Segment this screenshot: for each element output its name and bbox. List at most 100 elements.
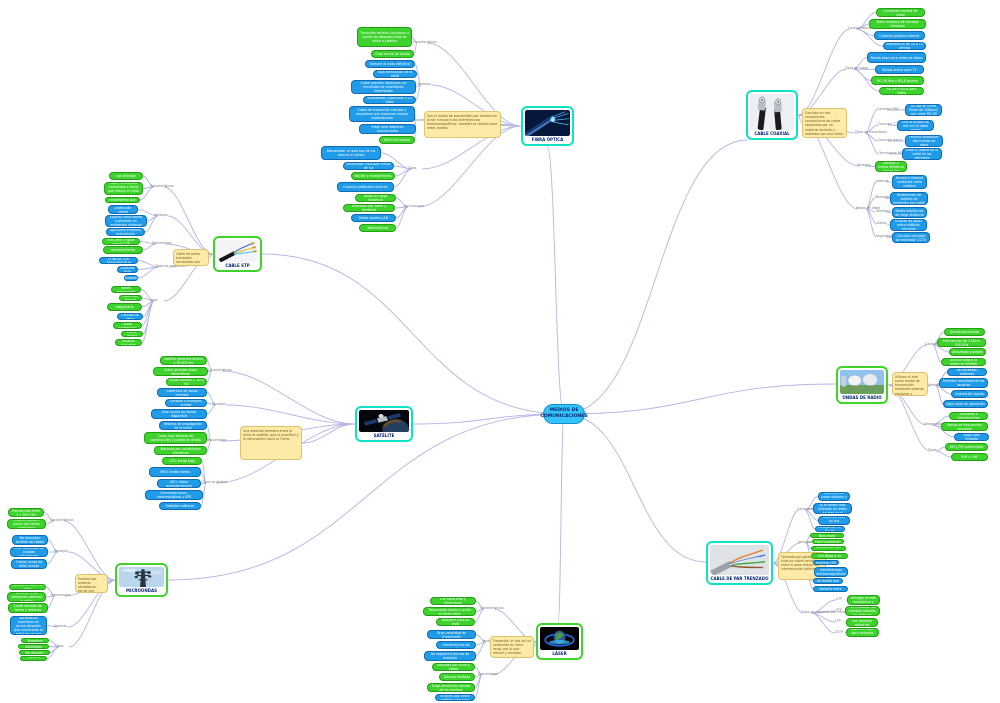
- mindmap-node[interactable]: Enlaces de datos entre edificios cercano…: [890, 219, 927, 231]
- mindmap-node[interactable]: Enlaces troncales: [115, 339, 142, 346]
- mindmap-node[interactable]: Menor ancho de banda que la fibra: [813, 578, 843, 584]
- mindmap-node[interactable]: Requieren línea de vista: [9, 584, 46, 590]
- mindmap-node[interactable]: Velocidades superiores a 10 Gbps: [363, 96, 416, 104]
- mindmap-node[interactable]: RG-58 fino y RG-8 grueso: [871, 76, 924, 85]
- mindmap-node[interactable]: Antenas parabólicas montadas en torres e…: [10, 616, 47, 635]
- mindmap-node[interactable]: Redes de larga distancia: [355, 194, 396, 202]
- mindmap-node[interactable]: Exige alineación precisa de los equipos: [427, 683, 475, 692]
- mindmap-node[interactable]: Distribución de señales de televisión po…: [890, 192, 928, 205]
- mindmap-node[interactable]: Atraviesan paredes: [949, 348, 986, 356]
- mindmap-node[interactable]: Entornos con maquinaria eléctrica: [107, 303, 142, 311]
- mindmap-node[interactable]: Satelitales: [18, 644, 49, 649]
- mindmap-node[interactable]: Afectado por condiciones climáticas: [154, 446, 207, 455]
- mindmap-node[interactable]: Cubre grandes áreas geográficas: [153, 367, 208, 376]
- branch-cable_stp[interactable]: CABLE STP: [213, 236, 262, 272]
- mindmap-node[interactable]: Doble blindaje para entornos industriale…: [846, 628, 879, 637]
- mindmap-node[interactable]: Baja atenuación de la señal: [373, 70, 417, 78]
- mindmap-node[interactable]: Cubierta plástica exterior: [874, 31, 925, 40]
- mindmap-node[interactable]: CONDUCTOR TRANSMISOR M: [99, 257, 138, 264]
- mindmap-node[interactable]: RG-59 y RG-6 para video: [879, 87, 924, 95]
- mindmap-node[interactable]: Satélites militares: [159, 502, 201, 510]
- mindmap-node[interactable]: Fácil instalación: [812, 539, 844, 544]
- mindmap-node[interactable]: Difusión a múltiples puntos: [165, 399, 207, 407]
- mindmap-node[interactable]: Difícil de reparar: [379, 136, 415, 144]
- mindmap-node[interactable]: Enlaces solo entre edificios cercanos: [435, 694, 475, 701]
- note-callout[interactable]: Enlaces por antenas situadas en torres c…: [75, 574, 108, 593]
- note-callout[interactable]: Utilizan el aire como medio de transmisi…: [892, 372, 928, 396]
- mindmap-node[interactable]: Utiliza bandas C, Ku y Ka: [166, 378, 207, 386]
- mindmap-node[interactable]: Comunicaciones, meteorológicos y GPS: [145, 490, 203, 500]
- mindmap-node[interactable]: Pares trenzados con blindaje individual: [109, 172, 143, 180]
- mindmap-node[interactable]: Puede sufrir diafonía entre pares: [813, 586, 848, 592]
- mindmap-node[interactable]: Alcance según la potencia emitida: [941, 358, 986, 366]
- mindmap-node[interactable]: Punto a punto: [20, 656, 47, 661]
- mindmap-node[interactable]: Costo de instalación elevado y empalmes …: [349, 106, 415, 122]
- mindmap-node[interactable]: Une la tarjeta de red con el cable coaxi…: [897, 120, 934, 131]
- mindmap-node[interactable]: Cubre grandes distancias sin necesidad d…: [351, 80, 416, 94]
- mindmap-node[interactable]: Redes telefónicas de larga distancia: [892, 207, 927, 218]
- mindmap-node[interactable]: Núcleo y revestimiento: [351, 172, 395, 180]
- mindmap-node[interactable]: Mejor rendimiento que el UTP: [105, 197, 140, 203]
- mindmap-node[interactable]: Cubierta protectora exterior: [337, 182, 394, 192]
- mindmap-node[interactable]: Dos hilos de cobre aislados y trenzados: [818, 492, 850, 501]
- branch-satelite[interactable]: SATÉLITE: [355, 406, 413, 442]
- mindmap-node[interactable]: Impedancia de 50 o 75 ohmios: [883, 42, 926, 50]
- mindmap-node[interactable]: Satélite geoestacionario a 36.000 km: [160, 356, 207, 365]
- mindmap-node[interactable]: Par trenzado con pantalla global de alum…: [846, 618, 878, 627]
- mindmap-node[interactable]: Circuitos cerrados de televisión CCTV: [892, 232, 930, 243]
- mindmap-node[interactable]: Sensible a interferencias electromagnéti…: [814, 567, 848, 577]
- branch-ondas_radio[interactable]: ONDAS DE RADIO: [836, 366, 888, 404]
- mindmap-node[interactable]: Es el medio más utilizado en redes de ár…: [813, 503, 852, 514]
- mindmap-node[interactable]: Malla metálica de blindaje trenzado: [869, 19, 926, 29]
- mindmap-node[interactable]: No requiere licencias de espectro: [424, 651, 476, 661]
- mindmap-node[interactable]: Apto para entornos industriales: [106, 228, 145, 236]
- note-callout[interactable]: Cable de pares trenzados recubiertos por…: [173, 249, 209, 266]
- mindmap-node[interactable]: No necesitan tendido de cables: [12, 535, 48, 545]
- mindmap-node[interactable]: Más caro y rígido que el UTP: [102, 238, 140, 245]
- mindmap-node[interactable]: Transmisión punto a punto en línea recta: [423, 607, 476, 616]
- branch-laser[interactable]: LÁSER: [536, 623, 583, 660]
- mindmap-node[interactable]: Blindado: [124, 275, 138, 281]
- mindmap-node[interactable]: Costo elevado de torres y antenas: [8, 603, 48, 613]
- branch-fibra_optica[interactable]: FIBRA ÓPTICA: [521, 106, 574, 146]
- mindmap-node[interactable]: Redes industriales: [111, 286, 141, 293]
- mindmap-node[interactable]: Bajo costo: [810, 533, 844, 538]
- mindmap-node[interactable]: Monomodo: un solo haz de luz recorre el …: [321, 146, 381, 160]
- mindmap-node[interactable]: Inmune a interferencias de radio: [436, 641, 476, 649]
- mindmap-node[interactable]: Compatible con muchos equipos: [811, 546, 846, 551]
- mindmap-node[interactable]: Cobertura de zonas remotas: [157, 388, 207, 397]
- mindmap-node[interactable]: Gran ancho de banda disponible: [151, 409, 207, 419]
- mindmap-node[interactable]: Categorías 5e, 6 y 6a: [815, 526, 845, 532]
- mindmap-node[interactable]: Malla conductora conectada a tierra que …: [104, 182, 143, 195]
- mindmap-node[interactable]: Velocidades de 100 Mbps a 10 Gbps: [811, 553, 848, 559]
- mindmap-node[interactable]: Banda ancha para TV: [875, 65, 924, 74]
- mindmap-node[interactable]: Costo muy elevado de construcción y pues…: [144, 432, 207, 444]
- mindmap-node[interactable]: VHF y UHF: [951, 453, 988, 461]
- branch-microondas[interactable]: MICROONDAS: [115, 563, 168, 597]
- mindmap-node[interactable]: Acceso a internet mediante cable módem: [892, 175, 927, 189]
- mindmap-node[interactable]: No necesitan cableado: [947, 368, 987, 376]
- mindmap-node[interactable]: Afectado por lluvia y niebla: [432, 663, 475, 671]
- branch-cable_coaxial[interactable]: CABLE COAXIAL: [746, 90, 798, 140]
- mindmap-node[interactable]: Banda base para redes de datos: [867, 52, 926, 63]
- mindmap-node[interactable]: Centros de datos: [117, 313, 143, 320]
- mindmap-node[interactable]: Redes locales LAN: [351, 214, 396, 222]
- mindmap-node[interactable]: Omnidireccionales: [944, 328, 985, 336]
- mindmap-node[interactable]: Mayor protección contra interferencias: [108, 205, 138, 214]
- mindmap-node[interactable]: Soporta velocidades superiores en ambien…: [105, 215, 147, 227]
- mindmap-node[interactable]: Distancia máxima 100 m: [813, 560, 839, 565]
- mindmap-node[interactable]: Evita el rebote de la señal en los extre…: [902, 148, 942, 160]
- mindmap-node[interactable]: Bajo costo de operación: [943, 400, 988, 408]
- mindmap-node[interactable]: Cubren zonas de difícil acceso: [11, 559, 47, 569]
- mindmap-node[interactable]: AM y FM comerciales: [945, 443, 988, 451]
- note-callout[interactable]: Son el medio de transmisión por excelenc…: [424, 111, 501, 138]
- mindmap-node[interactable]: Frágil ante dobleces pronunciados: [359, 124, 416, 134]
- mindmap-node[interactable]: Permite empalmar dos tramos de cable: [905, 135, 943, 147]
- mindmap-node[interactable]: Par trenzado sin blindaje, el más económ…: [847, 595, 880, 605]
- mindmap-node[interactable]: Instalación y mantenimiento complejos: [103, 246, 143, 254]
- mindmap-node[interactable]: Frecuencias de 3 KHz a 300 GHz: [937, 338, 986, 347]
- mindmap-node[interactable]: Terrestres: [21, 638, 49, 643]
- mindmap-node[interactable]: LEO: órbita baja: [162, 457, 202, 465]
- mindmap-node[interactable]: Transmite señales luminosas a través de …: [357, 27, 412, 47]
- mindmap-node[interactable]: Televisión por cable y telefonía: [343, 204, 395, 212]
